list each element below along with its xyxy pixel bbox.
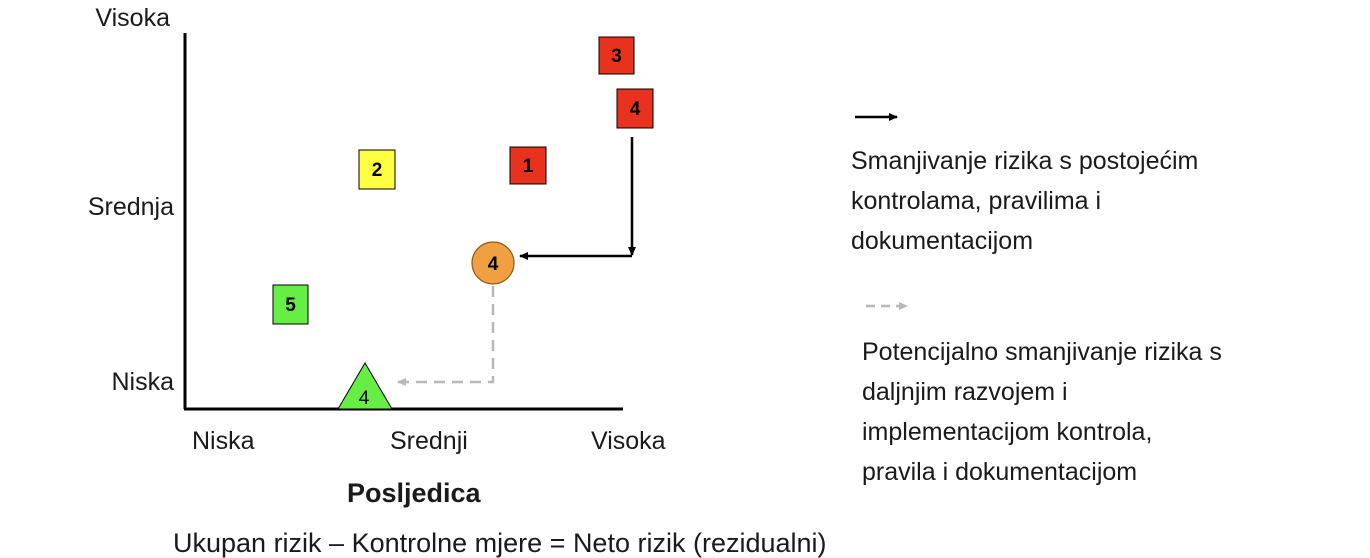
risk-box-2-label: 2 <box>372 160 383 181</box>
risk-triangle-4 <box>337 362 393 410</box>
legend-solid-text: Smanjivanje rizika s postojećim kontrola… <box>851 141 1198 261</box>
risk-triangle-4-label: 4 <box>359 388 370 409</box>
risk-box-5-label: 5 <box>285 295 296 316</box>
legend-solid-line-1: Smanjivanje rizika s postojećim <box>851 147 1199 175</box>
x-label-high: Visoka <box>591 427 666 455</box>
risk-box-4-label: 4 <box>630 99 641 120</box>
x-axis-title: Posljedica <box>347 478 481 508</box>
risk-box-5 <box>272 284 309 325</box>
x-label-low: Niska <box>192 427 255 455</box>
risk-box-2 <box>358 149 396 190</box>
legend-dashed-text: Potencijalno smanjivanje rizika s daljnj… <box>862 332 1222 492</box>
y-label-low: Niska <box>111 368 174 396</box>
risk-circle-4-label: 4 <box>488 254 499 275</box>
legend-solid-line-3: dokumentacijom <box>851 227 1034 255</box>
y-label-high: Visoka <box>95 4 170 32</box>
risk-circle-4 <box>471 241 515 285</box>
legend-dashed-line-2: daljnjim razvojem i <box>862 378 1068 406</box>
legend-dashed-line-1: Potencijalno smanjivanje rizika s <box>862 338 1222 366</box>
risk-box-3-label: 3 <box>611 46 622 67</box>
risk-box-1-label: 1 <box>523 156 534 177</box>
x-label-medium: Srednji <box>390 427 468 455</box>
y-label-medium: Srednja <box>87 193 174 221</box>
legend-dashed-line-4: pravila i dokumentacijom <box>862 458 1138 486</box>
dashed-reduction-arrow <box>397 286 495 386</box>
risk-box-1 <box>509 146 547 185</box>
legend-solid-line-2: kontrolama, pravilima i <box>851 187 1102 215</box>
risk-box-3 <box>598 36 635 75</box>
risk-box-4 <box>616 88 654 129</box>
risk-formula: Ukupan rizik – Kontrolne mjere = Neto ri… <box>173 528 827 558</box>
legend-dashed-line-3: implementacijom kontrola, <box>862 418 1153 446</box>
